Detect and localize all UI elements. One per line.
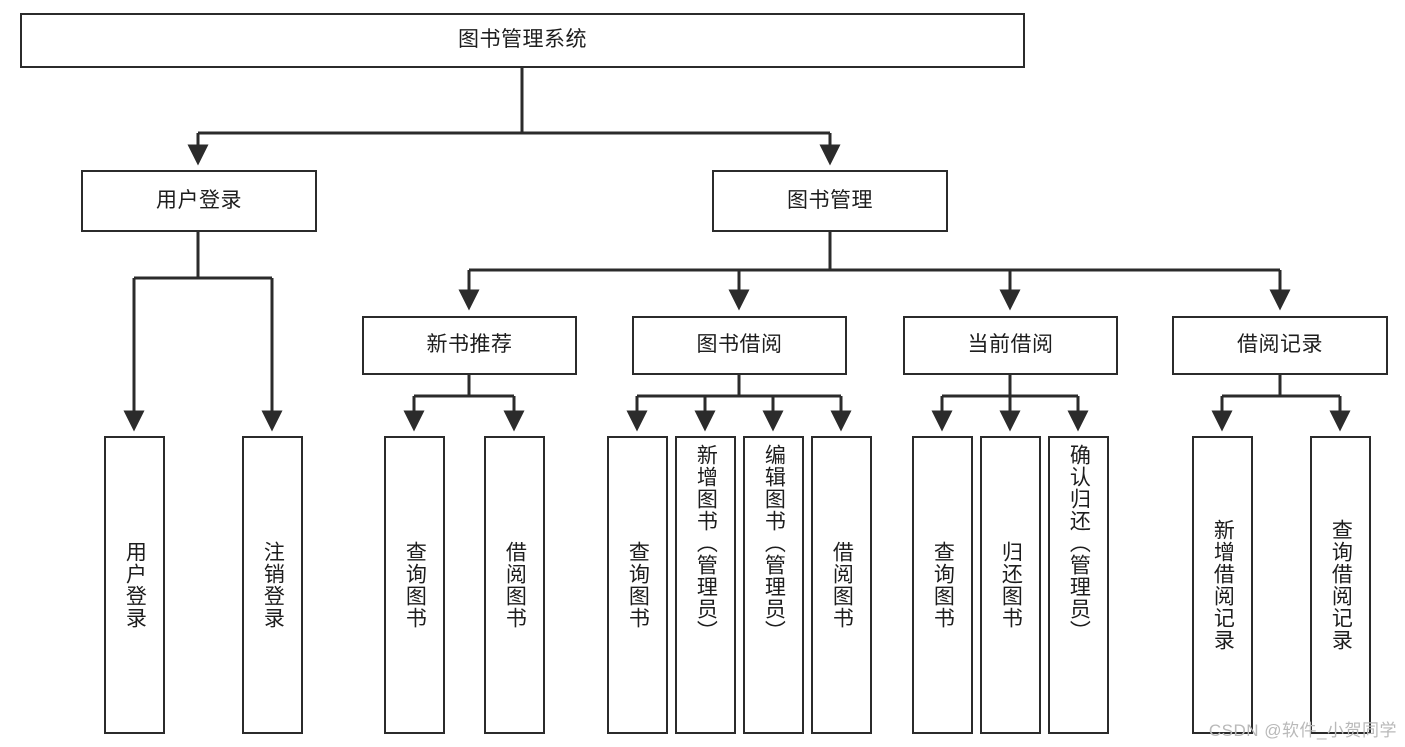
node-leaf-confirm-return-label: 确认归还（管理员） [1067,444,1091,642]
node-book-manage[interactable]: 图书管理 [712,170,948,232]
node-leaf-query-book-2-label: 查询图书 [626,541,650,629]
node-leaf-add-record[interactable]: 新增借阅记录 [1192,436,1253,734]
node-user-login[interactable]: 用户登录 [81,170,317,232]
node-leaf-add-book[interactable]: 新增图书（管理员） [675,436,736,734]
node-borrow-record[interactable]: 借阅记录 [1172,316,1388,375]
node-leaf-query-book-1-label: 查询图书 [403,541,427,629]
node-leaf-borrow-book-1-label: 借阅图书 [503,541,527,629]
node-current-borrow-label: 当前借阅 [967,333,1054,357]
node-root-label: 图书管理系统 [458,28,587,52]
node-book-manage-label: 图书管理 [787,188,873,212]
node-leaf-query-record-label: 查询借阅记录 [1329,519,1353,651]
node-new-book-recommend-label: 新书推荐 [426,333,513,357]
node-leaf-borrow-book-2[interactable]: 借阅图书 [811,436,872,734]
node-leaf-add-book-label: 新增图书（管理员） [694,444,718,642]
node-borrow-record-label: 借阅记录 [1237,333,1323,357]
node-book-borrow[interactable]: 图书借阅 [632,316,847,375]
node-leaf-borrow-book-1[interactable]: 借阅图书 [484,436,545,734]
node-root[interactable]: 图书管理系统 [20,13,1025,68]
watermark-text: CSDN @软件_小贺同学 [1208,721,1397,740]
node-leaf-query-book-3-label: 查询图书 [931,541,955,629]
node-leaf-user-logout-label: 注销登录 [261,541,285,629]
node-leaf-user-login[interactable]: 用户登录 [104,436,165,734]
node-leaf-return-book[interactable]: 归还图书 [980,436,1041,734]
node-leaf-query-book-3[interactable]: 查询图书 [912,436,973,734]
node-user-login-label: 用户登录 [156,188,242,212]
node-leaf-query-book-1[interactable]: 查询图书 [384,436,445,734]
node-leaf-user-logout[interactable]: 注销登录 [242,436,303,734]
node-leaf-edit-book-label: 编辑图书（管理员） [762,444,786,642]
node-leaf-user-login-label: 用户登录 [123,541,147,629]
node-leaf-borrow-book-2-label: 借阅图书 [830,541,854,629]
node-leaf-add-record-label: 新增借阅记录 [1211,519,1235,651]
node-leaf-confirm-return[interactable]: 确认归还（管理员） [1048,436,1109,734]
node-current-borrow[interactable]: 当前借阅 [903,316,1118,375]
node-new-book-recommend[interactable]: 新书推荐 [362,316,577,375]
node-leaf-query-record[interactable]: 查询借阅记录 [1310,436,1371,734]
node-leaf-query-book-2[interactable]: 查询图书 [607,436,668,734]
node-leaf-return-book-label: 归还图书 [999,541,1023,629]
node-leaf-edit-book[interactable]: 编辑图书（管理员） [743,436,804,734]
node-book-borrow-label: 图书借阅 [696,333,783,357]
